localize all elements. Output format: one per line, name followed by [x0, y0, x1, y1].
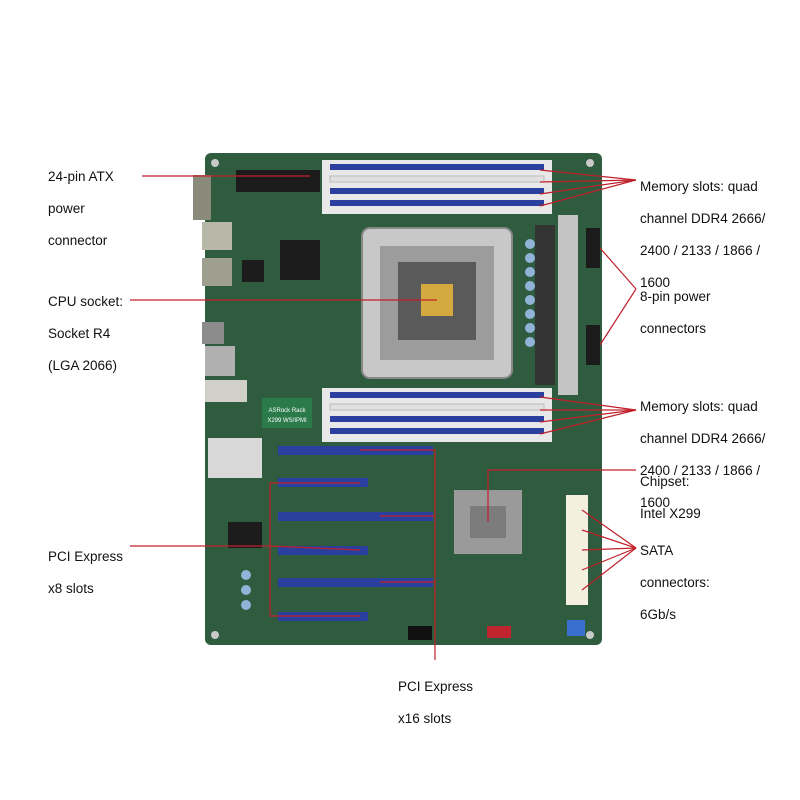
label-chipset: Chipset: Intel X299 — [640, 474, 701, 521]
dimm-slots-bottom — [322, 388, 552, 442]
label-sata: SATA connectors: 6Gb/s — [640, 543, 710, 622]
line-pcie16 — [360, 449, 436, 660]
label-atx-connector: 24-pin ATX power connector — [48, 169, 114, 248]
line-sata-4 — [581, 547, 637, 571]
label-pcie-x8: PCI Express x8 slots — [48, 549, 124, 596]
label-8pin-power: 8-pin power connectors — [640, 289, 711, 336]
line-mem-top-4 — [539, 179, 637, 207]
line-sata-5 — [581, 547, 637, 591]
bmc-chip — [280, 240, 320, 280]
small-chip — [242, 260, 264, 282]
controller-chip — [228, 522, 262, 548]
pcb-mounting-hole — [586, 631, 594, 639]
atx-24pin-connector — [236, 170, 320, 192]
pcb-mounting-hole — [586, 159, 594, 167]
line-sata-1 — [581, 509, 637, 549]
bottom-header — [487, 626, 511, 638]
left-capacitors — [241, 570, 251, 610]
board-brand-text: ASRock Rack — [268, 408, 306, 414]
line-sata-2 — [581, 529, 637, 549]
line-8pin-lower — [599, 288, 637, 346]
line-mem-bot-4 — [539, 409, 637, 435]
left-heatsink — [208, 438, 262, 478]
line-sata-3 — [581, 547, 637, 551]
vrm-chokes — [535, 225, 555, 385]
debug-led-display — [408, 626, 432, 640]
line-mem-bot-3 — [539, 409, 637, 423]
pcb-mounting-hole — [211, 631, 219, 639]
8pin-power-connector-upper — [586, 228, 600, 268]
label-cpu-socket: CPU socket: Socket R4 (LGA 2066) — [48, 294, 124, 373]
cpu-socket — [361, 227, 513, 379]
line-mem-bot-1 — [539, 396, 637, 411]
bottom-usb-header — [567, 620, 585, 636]
leader-lines — [130, 169, 637, 660]
8pin-power-connector-lower — [586, 325, 600, 365]
label-memory-top: Memory slots: quad channel DDR4 2666/ 24… — [640, 179, 766, 290]
line-mem-top-2 — [539, 179, 637, 183]
line-pcie8-b — [269, 545, 361, 551]
line-mem-top-1 — [539, 169, 637, 181]
line-chipset — [487, 469, 636, 522]
label-memory-bottom: Memory slots: quad channel DDR4 2666/ 24… — [640, 399, 766, 510]
label-pcie-x16: PCI Express x16 slots — [398, 679, 474, 726]
rear-io-ports — [193, 175, 247, 402]
line-pcie8 — [130, 482, 360, 547]
capacitor-row — [525, 239, 535, 347]
vrm-heatsink — [558, 215, 578, 395]
brand-sticker — [262, 398, 312, 428]
dimm-slots-top — [322, 160, 552, 214]
line-pcie8-c — [269, 546, 360, 617]
pcb-mounting-hole — [211, 159, 219, 167]
sata-connectors — [566, 495, 588, 605]
line-8pin-upper — [599, 247, 637, 290]
board-model-text: X299 WS/IPMI — [267, 418, 307, 424]
line-mem-top-3 — [539, 179, 637, 195]
